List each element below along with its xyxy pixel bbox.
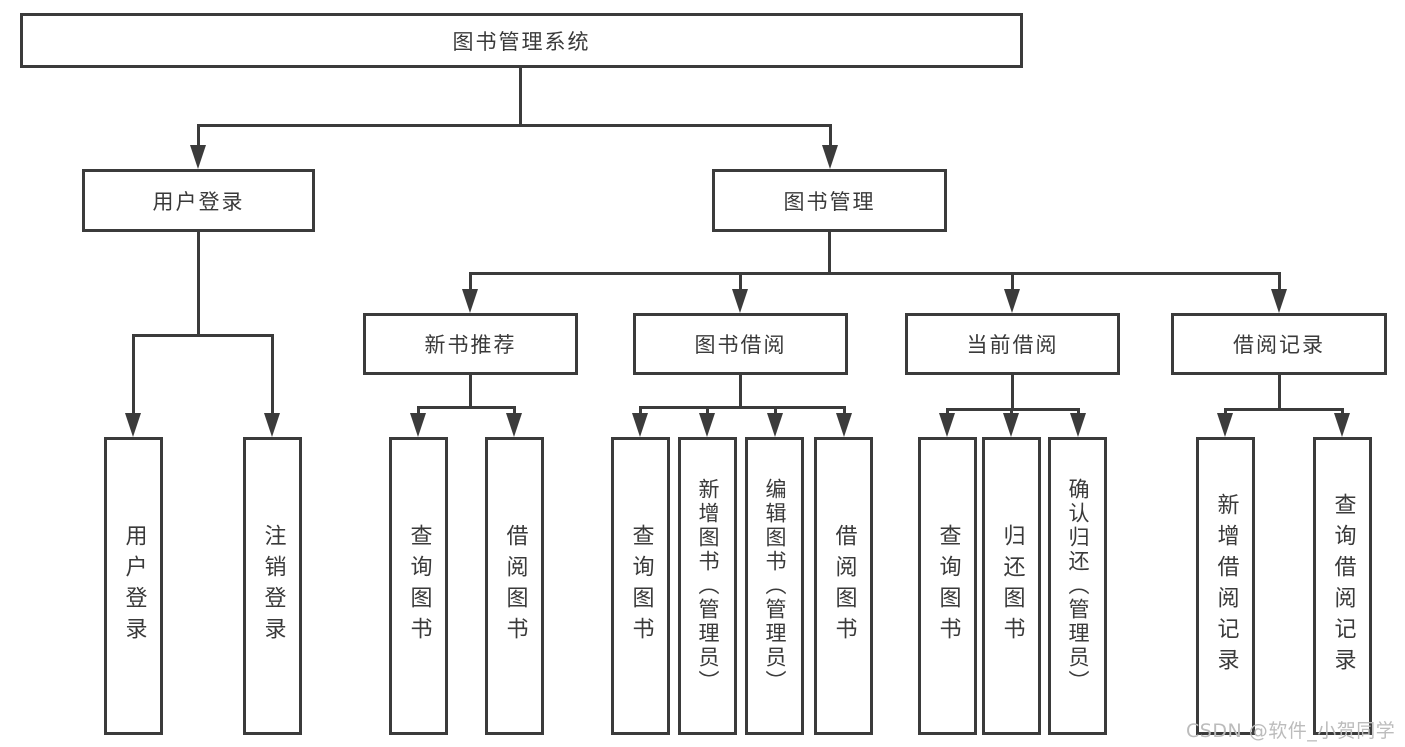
leaf-label: 归还图书 [999, 524, 1025, 648]
node-root-label: 图书管理系统 [452, 29, 591, 54]
connector-drop [1077, 408, 1080, 416]
connector-newbook-hbar [417, 406, 516, 409]
node-label: 图书管理 [783, 189, 876, 214]
connector-drop [1224, 408, 1227, 416]
connector-drop [1011, 272, 1014, 292]
leaf-label: 查询图书 [628, 524, 654, 648]
leaf-borrow-borrow-books: 借阅图书 [814, 437, 873, 735]
leaf-label: 借阅图书 [502, 524, 528, 648]
connector-drop [739, 272, 742, 292]
leaf-label: 编辑图书（管理员） [763, 478, 787, 694]
node-label: 借阅记录 [1233, 333, 1325, 357]
leaf-current-query-books: 查询图书 [918, 437, 977, 735]
node-label: 当前借阅 [966, 333, 1059, 357]
arrowhead [410, 413, 426, 437]
arrowhead [1271, 289, 1287, 313]
leaf-borrow-add-books-admin: 新增图书（管理员） [678, 437, 737, 735]
connector-bookborrow-hbar [639, 406, 846, 409]
leaf-label: 注销登录 [260, 524, 286, 648]
node-label: 新书推荐 [424, 333, 517, 357]
arrowhead [732, 289, 748, 313]
arrowhead [767, 413, 783, 437]
leaf-newbook-query-books: 查询图书 [389, 437, 448, 735]
connector-drop [774, 406, 777, 416]
connector-root-left-drop [197, 124, 200, 148]
leaf-borrow-edit-books-admin: 编辑图书（管理员） [745, 437, 804, 735]
leaf-records-query-record: 查询借阅记录 [1313, 437, 1372, 735]
node-label: 用户登录 [152, 189, 245, 214]
connector-newbook-stem [469, 375, 472, 408]
arrowhead [1004, 289, 1020, 313]
connector-drop [843, 406, 846, 416]
connector-userlogin-left-drop [132, 334, 135, 416]
arrowhead [125, 413, 141, 437]
leaf-logout: 注销登录 [243, 437, 302, 735]
node-book-management: 图书管理 [712, 169, 947, 232]
leaf-label: 查询图书 [406, 524, 432, 648]
connector-root-stem [519, 68, 522, 126]
connector-drop [513, 406, 516, 416]
arrowhead [1217, 413, 1233, 437]
node-root: 图书管理系统 [20, 13, 1023, 68]
arrowhead [939, 413, 955, 437]
connector-drop [706, 406, 709, 416]
connector-records-hbar [1224, 408, 1344, 411]
leaf-newbook-borrow-books: 借阅图书 [485, 437, 544, 735]
arrowhead [1334, 413, 1350, 437]
leaf-label: 新增图书（管理员） [696, 478, 720, 694]
leaf-label: 新增借阅记录 [1213, 493, 1239, 679]
node-new-book-recommend: 新书推荐 [363, 313, 578, 375]
leaf-label: 用户登录 [121, 524, 147, 648]
connector-drop [1010, 408, 1013, 416]
connector-root-right-drop [829, 124, 832, 148]
arrowhead [190, 145, 206, 169]
leaf-records-add-record: 新增借阅记录 [1196, 437, 1255, 735]
connector-drop [417, 406, 420, 416]
connector-userlogin-stem [197, 232, 200, 336]
node-book-borrow: 图书借阅 [633, 313, 848, 375]
arrowhead [264, 413, 280, 437]
arrowhead [462, 289, 478, 313]
connector-drop [946, 408, 949, 416]
leaf-label: 查询图书 [935, 524, 961, 648]
connector-bookborrow-stem [739, 375, 742, 408]
connector-currentborrow-hbar [946, 408, 1080, 411]
arrowhead [1003, 413, 1019, 437]
arrowhead [1070, 413, 1086, 437]
connector-currentborrow-stem [1011, 375, 1014, 410]
connector-drop [1341, 408, 1344, 416]
connector-bookmgmt-stem [828, 232, 831, 274]
connector-drop [639, 406, 642, 416]
arrowhead [836, 413, 852, 437]
arrowhead [632, 413, 648, 437]
leaf-label: 借阅图书 [831, 524, 857, 648]
connector-records-stem [1278, 375, 1281, 410]
connector-userlogin-right-drop [271, 334, 274, 416]
leaf-current-return-books: 归还图书 [982, 437, 1041, 735]
node-label: 图书借阅 [694, 333, 787, 357]
arrowhead [506, 413, 522, 437]
leaf-user-login: 用户登录 [104, 437, 163, 735]
arrowhead [822, 145, 838, 169]
arrowhead [699, 413, 715, 437]
leaf-label: 确认归还（管理员） [1066, 478, 1090, 694]
connector-drop [469, 272, 472, 292]
connector-userlogin-hbar [132, 334, 274, 337]
node-borrow-records: 借阅记录 [1171, 313, 1387, 375]
connector-bookmgmt-hbar [469, 272, 1281, 275]
leaf-borrow-query-books: 查询图书 [611, 437, 670, 735]
node-user-login-group: 用户登录 [82, 169, 315, 232]
leaf-label: 查询借阅记录 [1330, 493, 1356, 679]
watermark: CSDN @软件_小贺同学 [1186, 720, 1396, 742]
connector-root-hbar [197, 124, 832, 127]
leaf-current-confirm-return-admin: 确认归还（管理员） [1048, 437, 1107, 735]
connector-drop [1278, 272, 1281, 292]
node-current-borrow: 当前借阅 [905, 313, 1120, 375]
